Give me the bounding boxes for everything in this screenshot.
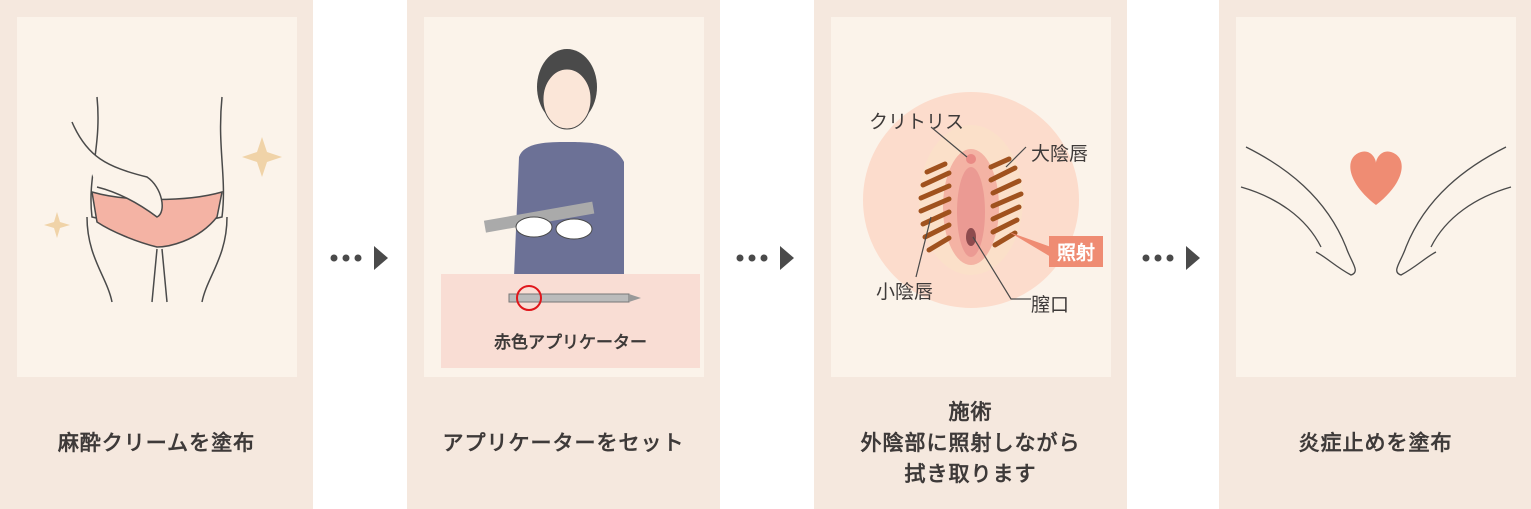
step-3-panel: クリトリス 大陰唇 小陰唇 膣口 照射 施術 外陰部に照射しながら 拭き取ります: [814, 0, 1127, 509]
step-2-illustration: 赤色アプリケーター: [424, 17, 704, 377]
step-3-caption-line-3: 拭き取ります: [904, 461, 1037, 486]
label-labia-majora: 大陰唇: [1031, 143, 1089, 165]
step-4-caption: 炎症止めを塗布: [1298, 430, 1453, 455]
nurse-illustration: [483, 49, 624, 277]
label-clitoris: クリトリス: [869, 111, 965, 133]
applicator-label: 赤色アプリケーター: [494, 333, 647, 353]
step-2-caption: アプリケーターをセット: [442, 430, 685, 455]
anatomy-diagram: [863, 92, 1079, 308]
next-arrow-icon: [1142, 246, 1200, 270]
step-3-illustration: クリトリス 大陰唇 小陰唇 膣口 照射: [831, 17, 1111, 377]
step-1-panel: 麻酔クリームを塗布: [0, 0, 313, 509]
label-labia-minora: 小陰唇: [876, 281, 934, 303]
step-3-caption-line-1: 施術: [948, 399, 993, 424]
applicator-box: 赤色アプリケーター: [441, 274, 700, 368]
step-1-illustration: [17, 17, 297, 377]
anesthetic-cream-illustration: [44, 96, 282, 303]
label-vaginal-opening: 膣口: [1031, 294, 1070, 316]
step-4-panel: 炎症止めを塗布: [1219, 0, 1531, 509]
hands-heart-illustration: [1240, 146, 1512, 276]
heart-icon: [1350, 151, 1402, 205]
next-arrow-icon: [736, 246, 794, 270]
irradiation-badge: 照射: [1049, 236, 1104, 267]
step-3-caption-line-2: 外陰部に照射しながら: [860, 430, 1081, 455]
next-arrow-icon: [330, 246, 388, 270]
step-2-panel: 赤色アプリケーター アプリケーターをセット: [407, 0, 720, 509]
step-1-caption: 麻酔クリームを塗布: [57, 430, 256, 455]
step-4-illustration: [1236, 17, 1516, 377]
irradiation-stripes: [918, 156, 1024, 253]
applicator-icon: [508, 285, 641, 311]
